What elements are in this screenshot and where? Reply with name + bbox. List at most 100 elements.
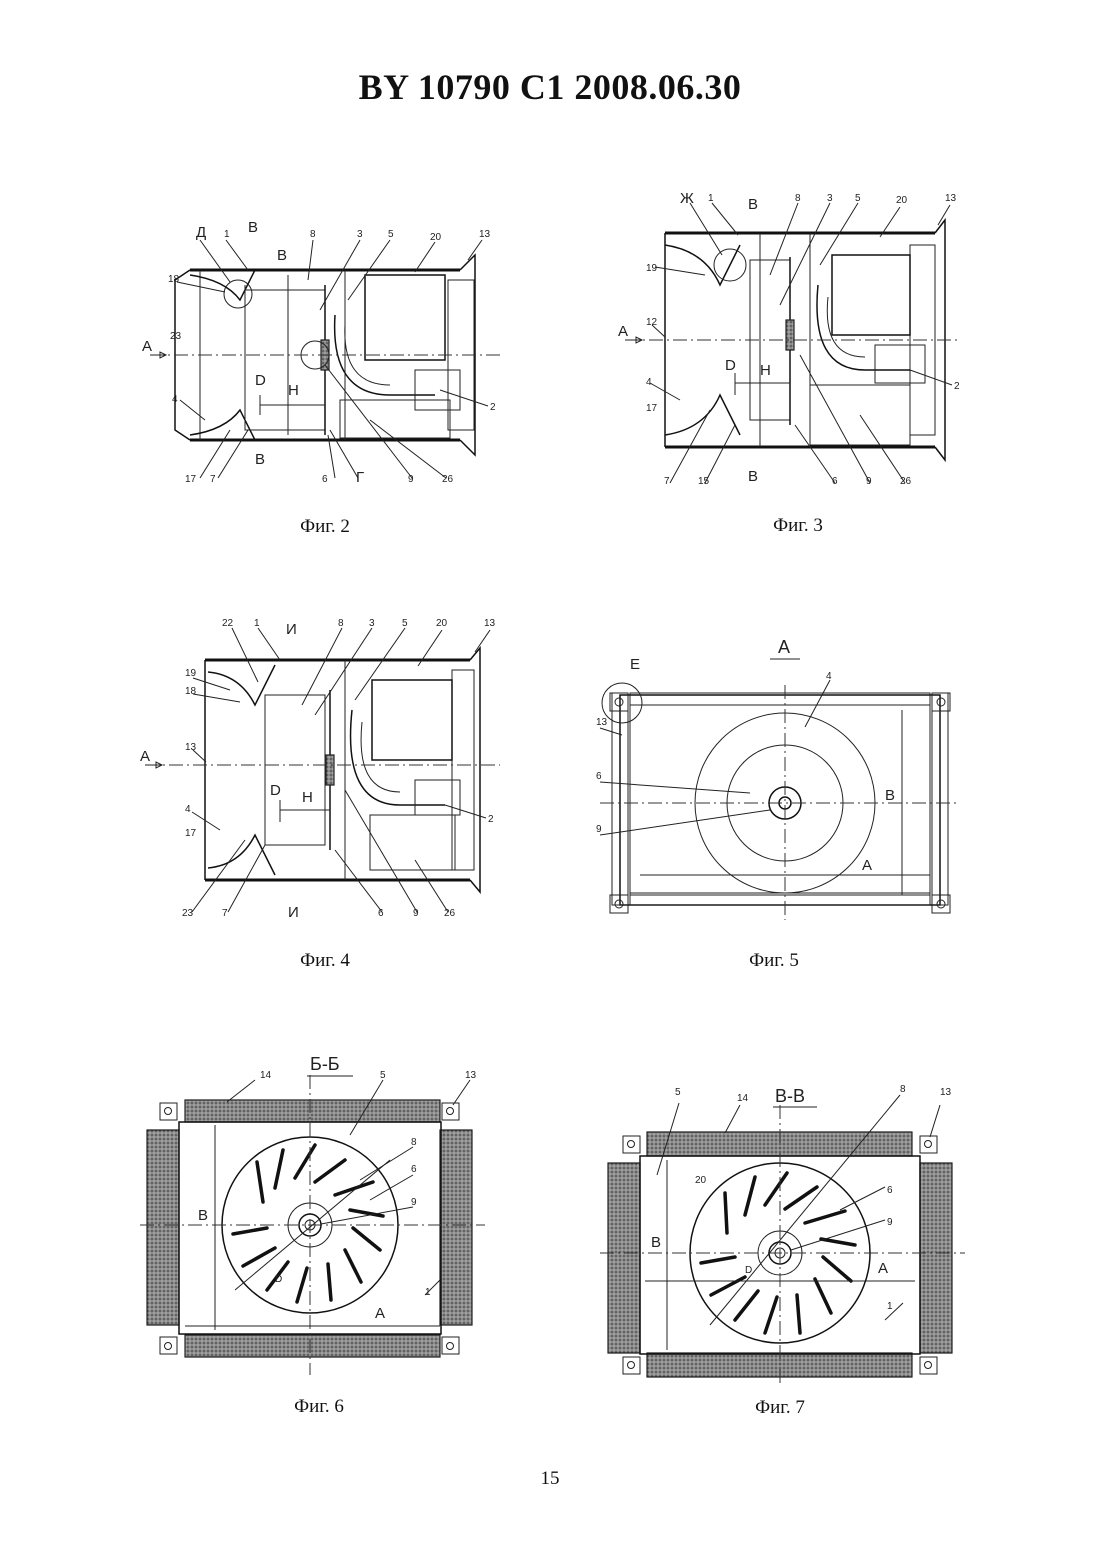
insulation-top-14: [185, 1100, 440, 1122]
blade-11: [735, 1291, 758, 1320]
label-20: 20: [436, 618, 448, 629]
label-19: 19: [185, 668, 197, 679]
inlet-nozzle-lower: [665, 395, 740, 435]
label-dim-a: А: [862, 857, 872, 874]
label-dim-d: D: [270, 782, 281, 799]
label-6: 6: [596, 771, 602, 782]
label-arrow-a: А: [142, 338, 152, 355]
label-5: 5: [388, 229, 394, 240]
figure-3: Ж 1 В 8 3 5 20 13 19 А 12 4 17 7 15 В 6 …: [610, 185, 980, 495]
leader-22: [232, 628, 258, 682]
leader-3: [315, 628, 372, 715]
label-5: 5: [675, 1087, 681, 1098]
fig5-title: А: [778, 637, 790, 657]
leader-zh: [690, 203, 722, 255]
label-v-top: В: [248, 219, 258, 236]
label-8: 8: [795, 193, 801, 204]
label-17: 17: [185, 828, 197, 839]
corner-bracket-bl: [610, 895, 628, 913]
leader-13: [600, 728, 622, 735]
figure-5: А Е 4 13 6 9 В А Фиг. 5: [590, 625, 970, 940]
leader-6: [795, 425, 835, 483]
fig7-title: В-В: [775, 1086, 805, 1106]
label-dim-a: А: [878, 1260, 888, 1277]
leader-1: [258, 628, 280, 660]
leader-4: [180, 400, 205, 420]
corner-bracket-tl: [623, 1136, 640, 1153]
motor-housing: [372, 680, 452, 760]
leader-2: [440, 390, 488, 406]
label-6: 6: [832, 476, 838, 487]
blade-12: [243, 1248, 275, 1266]
motor-terminal: [415, 370, 460, 410]
label-17: 17: [646, 403, 658, 414]
label-1: 1: [254, 618, 260, 629]
label-20: 20: [896, 195, 908, 206]
leader-14: [227, 1080, 255, 1102]
blade-9: [328, 1264, 331, 1300]
impeller-body: [245, 290, 325, 430]
label-dim-b: В: [198, 1207, 208, 1224]
label-6: 6: [378, 908, 384, 919]
motor-terminal: [415, 780, 460, 815]
label-dim-a: А: [375, 1305, 385, 1322]
dim-d-line-8: [710, 1095, 900, 1325]
caption-fig-5: Фиг. 5: [674, 950, 874, 972]
label-dim-d: D: [745, 1265, 752, 1276]
label-dim-b: В: [651, 1234, 661, 1251]
label-i-top: И: [286, 621, 297, 638]
label-7: 7: [664, 476, 670, 487]
insulation-left: [147, 1130, 179, 1325]
leader-3: [780, 203, 830, 305]
label-3: 3: [827, 193, 833, 204]
label-13: 13: [945, 193, 957, 204]
label-i-bot: И: [288, 904, 299, 921]
label-9: 9: [411, 1197, 417, 1208]
label-26: 26: [444, 908, 456, 919]
outlet-flange: [470, 648, 480, 892]
leader-15: [705, 425, 735, 483]
corner-bracket-br: [920, 1357, 937, 1374]
label-1: 1: [425, 1287, 431, 1298]
impeller-body: [265, 695, 325, 845]
bolt-tr: [937, 698, 945, 706]
leader-6: [370, 1175, 413, 1200]
label-6: 6: [887, 1185, 893, 1196]
label-14: 14: [737, 1093, 749, 1104]
hub-section: [786, 320, 794, 350]
leader-13: [930, 1105, 940, 1137]
label-26: 26: [442, 474, 454, 485]
label-4: 4: [185, 804, 191, 815]
motor-volute-inner: [827, 297, 865, 357]
figure-7-drawing: В-В 5 14 8 13 20 6 9 1 В D А: [595, 1075, 975, 1385]
motor-terminal: [875, 345, 925, 383]
leader-9: [600, 810, 770, 835]
leader-1: [712, 203, 738, 235]
label-3: 3: [357, 229, 363, 240]
label-13: 13: [940, 1087, 952, 1098]
insulation-right: [920, 1163, 952, 1353]
leader-8: [302, 628, 342, 705]
label-13: 13: [479, 229, 491, 240]
label-20: 20: [695, 1175, 707, 1186]
blade-2: [745, 1177, 755, 1215]
detail-circle-e: [602, 683, 642, 723]
leader-6: [600, 782, 750, 793]
blade-12: [711, 1277, 745, 1295]
leader-d: [200, 240, 230, 282]
label-19: 19: [646, 263, 658, 274]
leader-9: [325, 365, 412, 478]
label-6: 6: [411, 1164, 417, 1175]
figure-3-drawing: Ж 1 В 8 3 5 20 13 19 А 12 4 17 7 15 В 6 …: [610, 185, 980, 495]
label-13-top: 13: [484, 618, 496, 629]
label-5: 5: [855, 193, 861, 204]
label-dim-b: В: [277, 247, 287, 264]
leader-8: [770, 203, 798, 275]
label-14: 14: [260, 1070, 272, 1081]
impeller-blades: [233, 1145, 383, 1302]
blade-8: [345, 1250, 361, 1282]
blade-7: [353, 1228, 380, 1250]
label-26: 26: [900, 476, 912, 487]
label-20: 20: [430, 232, 442, 243]
blade-10: [765, 1297, 777, 1333]
